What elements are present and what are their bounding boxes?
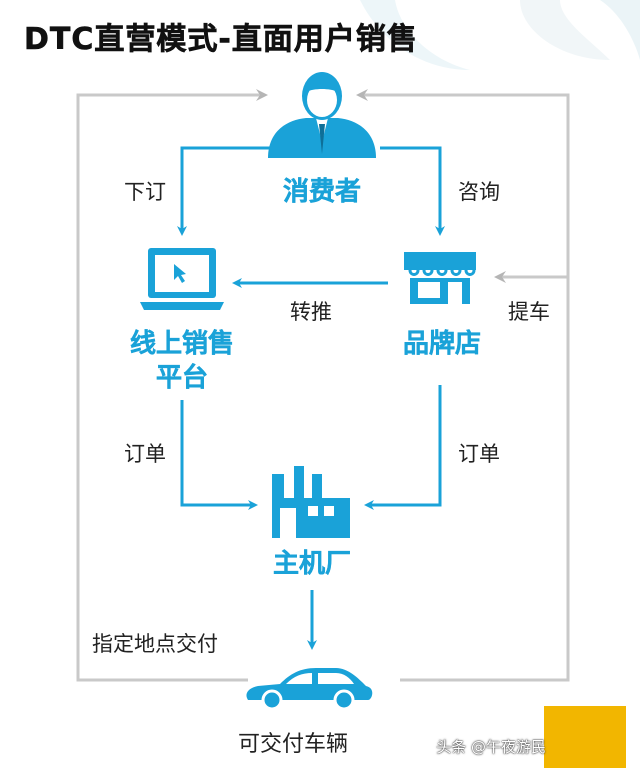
- node-brand-store-label: 品牌店: [402, 329, 481, 359]
- diagram-title: DTC直营模式-直面用户销售: [24, 22, 418, 58]
- edge-label-consult: 咨询: [458, 180, 500, 204]
- factory-icon: [272, 466, 350, 538]
- edge-label-refer: 转推: [290, 300, 332, 324]
- edge-label-order-right: 订单: [458, 442, 500, 466]
- car-icon: [246, 668, 373, 711]
- edge-label-deliver: 指定地点交付: [92, 632, 218, 656]
- laptop-icon: [140, 248, 224, 310]
- arrow-consumer-to-store: [380, 146, 445, 236]
- node-online-platform-label-line2: 平台: [155, 363, 208, 393]
- watermark-text: 头条 @午夜游民: [436, 738, 546, 756]
- edge-label-pickup: 提车: [508, 300, 550, 324]
- edge-label-order-online: 下订: [124, 180, 166, 204]
- node-consumer-label: 消费者: [282, 177, 361, 207]
- node-online-platform-label-line1: 线上销售: [129, 329, 234, 359]
- store-icon: [404, 252, 476, 304]
- arrow-platform-to-oem: [180, 400, 258, 510]
- watermark-logo-box: [544, 706, 626, 768]
- arrow-store-to-oem: [364, 385, 442, 510]
- node-oem-label: 主机厂: [272, 549, 351, 579]
- outer-frame-lines: [76, 89, 570, 682]
- edge-label-order-left: 订单: [124, 442, 166, 466]
- node-vehicle-label: 可交付车辆: [238, 732, 349, 757]
- consumer-icon: [268, 72, 376, 158]
- arrow-consumer-to-platform: [177, 146, 270, 236]
